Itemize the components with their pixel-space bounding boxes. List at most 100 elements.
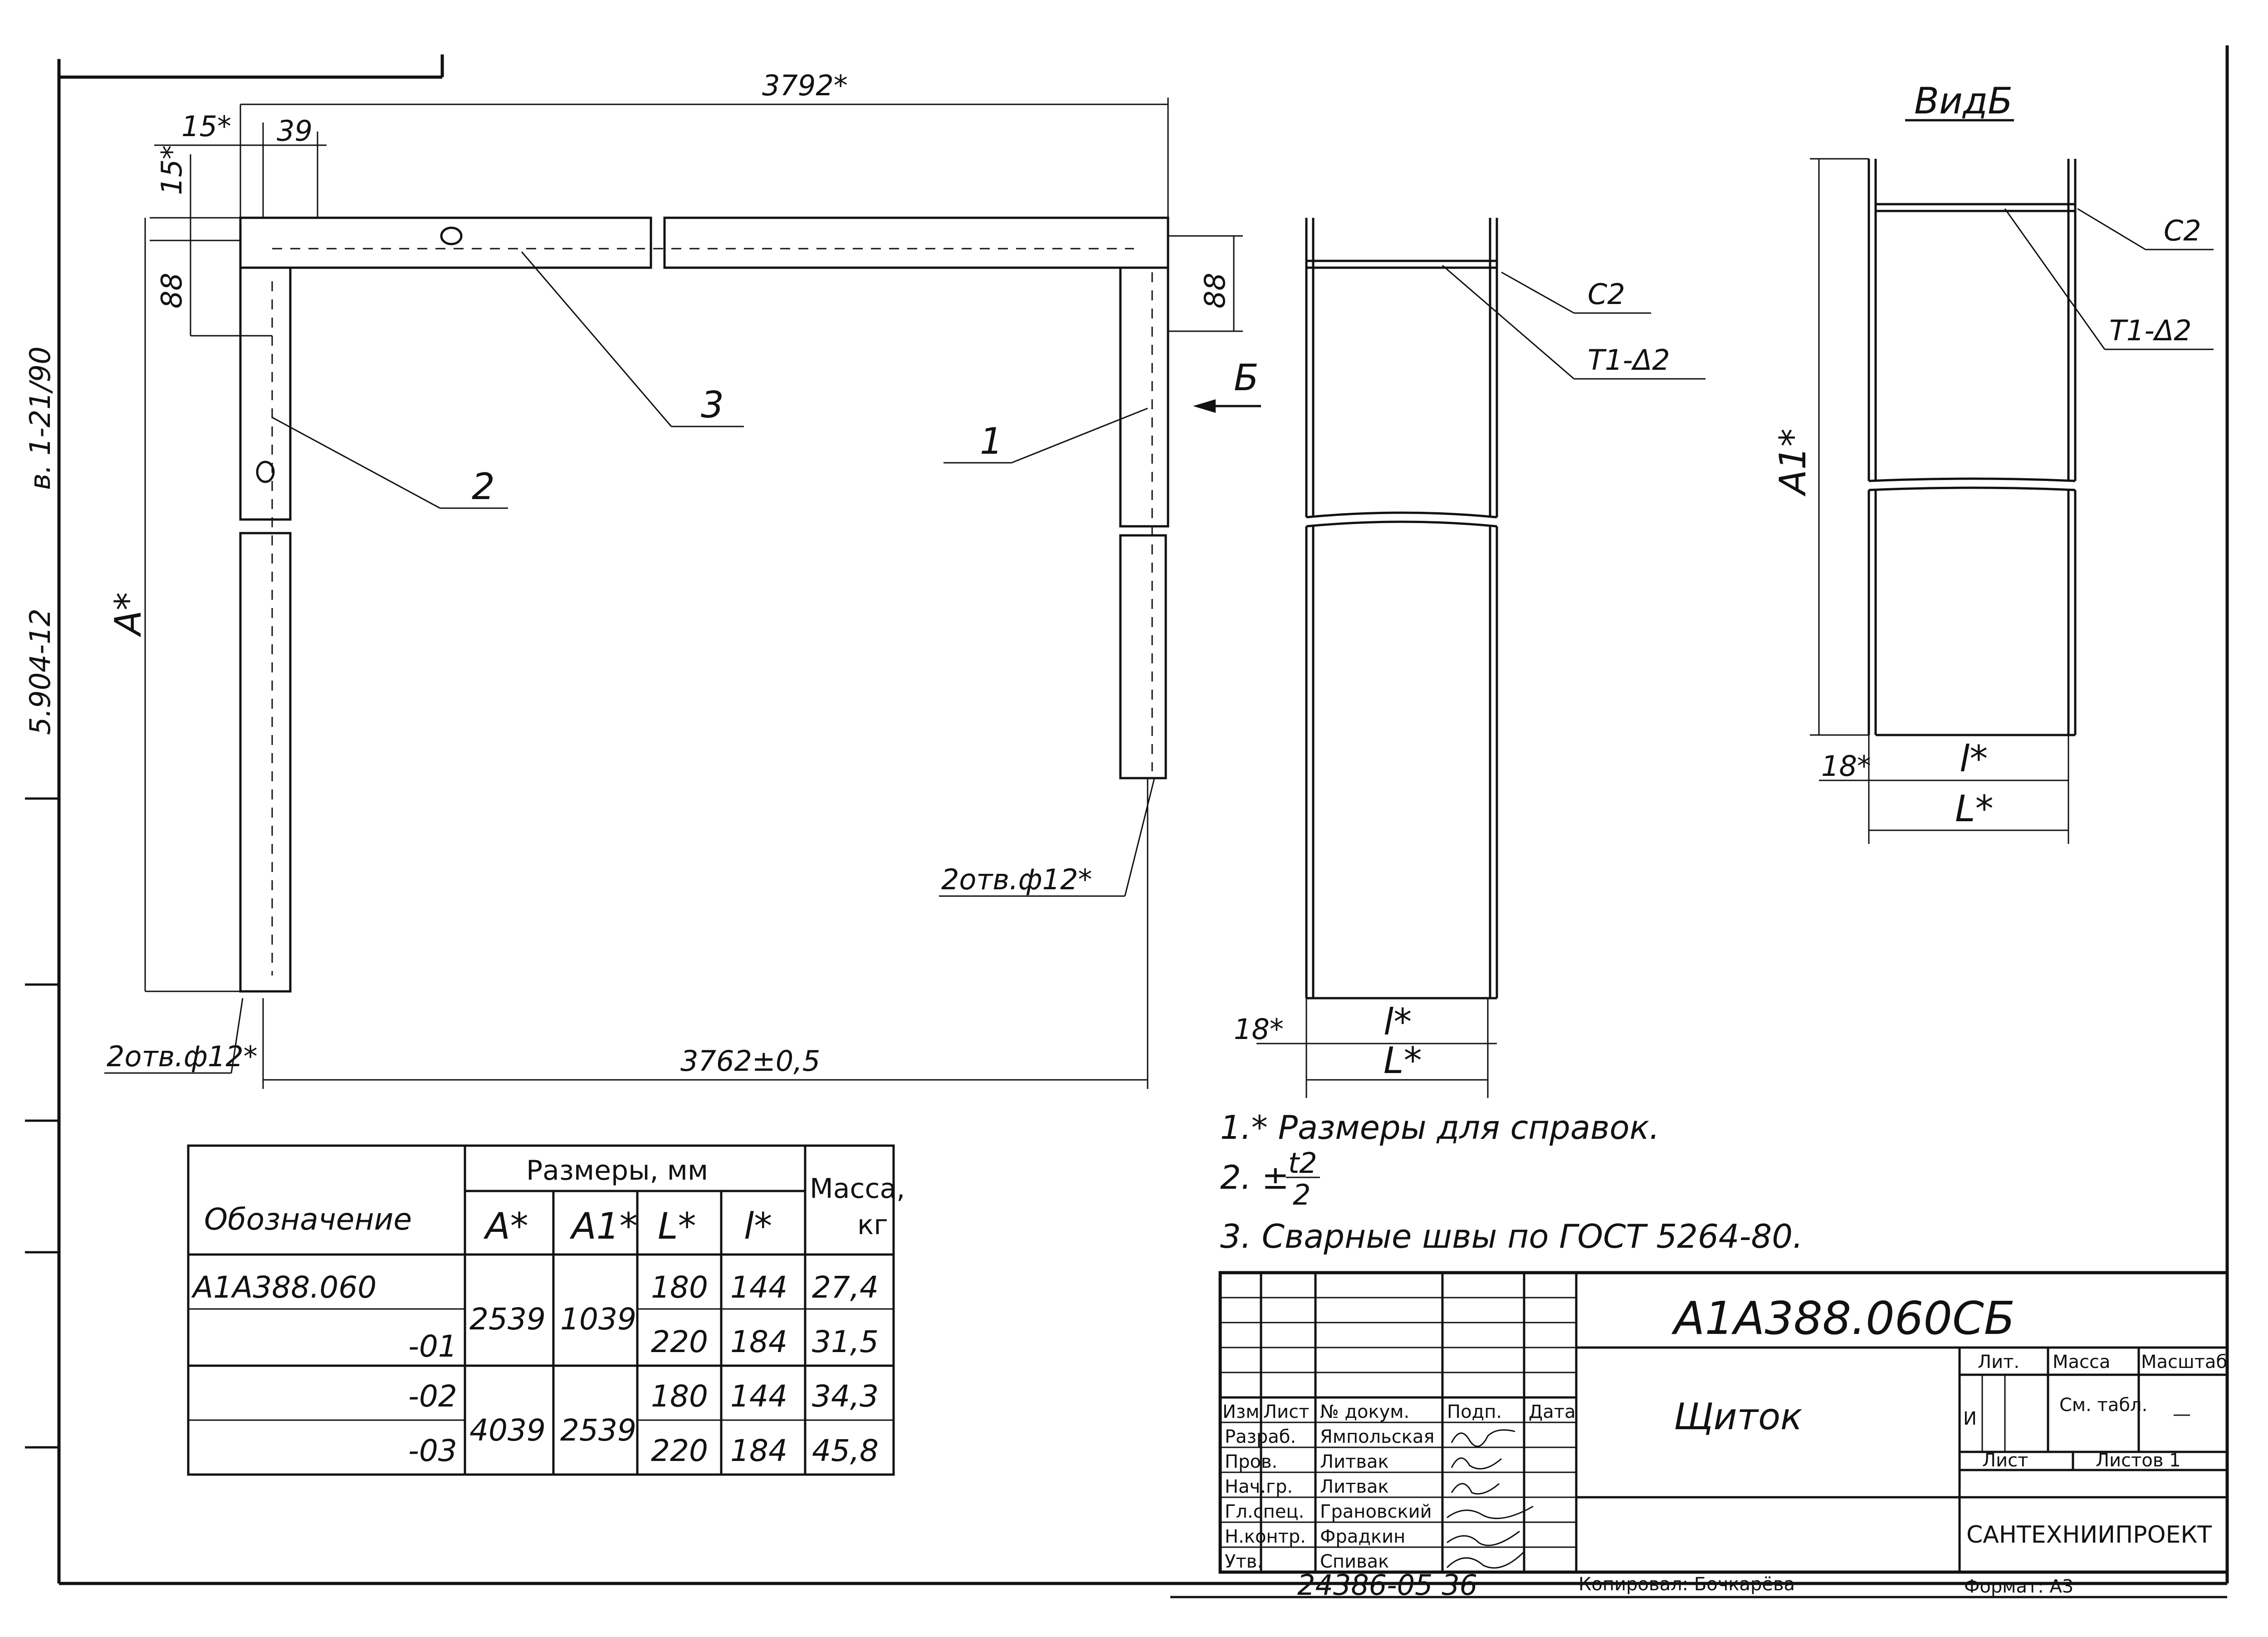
header-mass-1: Масса, (810, 1173, 905, 1205)
row-3-designation: -03 (408, 1433, 457, 1468)
header-mass-2: кг (857, 1209, 888, 1241)
mass-label: Масса (2053, 1352, 2111, 1372)
dim-bottom: 3762±0,5 (680, 1044, 820, 1078)
format: Формат: А3 (1964, 1576, 2073, 1597)
side-stamp: 5.904-12 в. 1-21/90 (24, 347, 57, 735)
sheet-frame (25, 45, 2229, 1598)
row-2-a1: 2539 (560, 1413, 636, 1448)
header-sizes: Размеры, мм (526, 1155, 708, 1186)
note-2-numerator: t2 (1288, 1147, 1317, 1180)
row-1-l: 184 (730, 1324, 787, 1359)
role-3: Гл.спец. (1225, 1501, 1304, 1522)
dim-left-88: 88 (155, 273, 188, 309)
side-dim-18: 18* (1234, 1013, 1284, 1046)
view-arrow-label: Б (1234, 357, 1259, 399)
col-L-header: L* (658, 1205, 696, 1247)
view-b-weld-t1: Т1-Δ2 (2109, 314, 2192, 347)
row-0-mass: 27,4 (812, 1270, 879, 1305)
view-b-title: ВидБ (1914, 80, 2013, 122)
signatures (1446, 1429, 1534, 1569)
note-3: 3. Сварные швы по ГОСТ 5264-80. (1220, 1217, 1803, 1255)
row-3-l: 184 (730, 1433, 787, 1468)
view-b-dim-a1: A1* (1772, 428, 1814, 497)
mass-value: См. табл. (2059, 1395, 2147, 1416)
note-1: 1.* Размеры для справок. (1220, 1108, 1660, 1147)
header-designation: Обозначение (204, 1202, 412, 1237)
lit-value: И (1963, 1408, 1977, 1429)
main-view: 3792* 15* 39 15* 88 88 A* 3762±0,5 3 2 (104, 69, 1261, 1089)
sheet-label: Лист (1982, 1450, 2028, 1471)
row-0-l: 144 (730, 1270, 787, 1305)
person-3: Грановский (1320, 1501, 1432, 1522)
row-2-mass: 34,3 (812, 1379, 879, 1414)
view-b-dim-l-big: L* (1955, 788, 1994, 830)
row-0-a1: 1039 (560, 1302, 636, 1337)
sheets-label: Листов 1 (2096, 1450, 2181, 1471)
part-1-label: 1 (980, 420, 1003, 462)
role-5: Утв. (1225, 1551, 1263, 1572)
col-a1-header: A1* (569, 1205, 638, 1247)
person-4: Фрадкин (1320, 1526, 1405, 1547)
col-doc: № докум. (1320, 1402, 1409, 1422)
role-1: Пров. (1225, 1451, 1277, 1472)
row-2-l: 144 (730, 1379, 787, 1414)
person-0: Ямпольская (1320, 1426, 1434, 1447)
row-1-L: 220 (651, 1324, 708, 1359)
side-weld-c2: С2 (1588, 278, 1625, 311)
row-0-a: 2539 (469, 1302, 546, 1337)
row-0-designation: А1А388.060 (191, 1270, 376, 1305)
col-izm: Изм (1222, 1402, 1259, 1422)
title-block: А1А388.060СБ Щиток Изм Лист № докум. Под… (1218, 1271, 2229, 1574)
person-5: Спивак (1320, 1551, 1389, 1572)
row-2-a: 4039 (469, 1413, 546, 1448)
copied-by: Копировал: Бочкарёва (1579, 1574, 1795, 1595)
holes-left-callout: 2отв.ф12* (107, 1040, 258, 1073)
notes: 1.* Размеры для справок. 2. ± t2 2 3. Св… (1220, 1108, 1803, 1255)
doc-code: А1А388.060СБ (1671, 1292, 2015, 1345)
col-l-header: l* (744, 1205, 772, 1247)
col-sign: Подп. (1447, 1402, 1502, 1422)
view-b-dim-l-small: l* (1960, 738, 1988, 780)
role-4: Н.контр. (1225, 1526, 1306, 1547)
role-2: Нач.гр. (1225, 1476, 1293, 1497)
vertical-code-2: в. 1-21/90 (24, 347, 57, 490)
view-b-weld-c2: С2 (2164, 214, 2201, 247)
note-2-prefix: 2. ± (1220, 1158, 1289, 1196)
row-1-mass: 31,5 (812, 1324, 879, 1359)
part-2-label: 2 (472, 466, 495, 508)
part-3-label: 3 (701, 384, 724, 426)
row-1-designation: -01 (408, 1329, 457, 1364)
row-2-L: 180 (651, 1379, 708, 1414)
organization: САНТЕХНИИПРОЕКТ (1966, 1521, 2212, 1549)
role-0: Разраб. (1225, 1426, 1296, 1447)
col-list: Лист (1263, 1402, 1309, 1422)
side-dim-l-small: l* (1383, 1001, 1412, 1043)
row-0-L: 180 (651, 1270, 708, 1305)
inv-number: 24386-05 36 (1297, 1568, 1477, 1602)
dim-vertical-offset: 15* (155, 145, 188, 195)
scale-value: — (2173, 1404, 2191, 1425)
part-name: Щиток (1674, 1396, 1802, 1438)
col-date: Дата (1529, 1402, 1576, 1422)
row-3-L: 220 (651, 1433, 708, 1468)
row-3-mass: 45,8 (812, 1433, 879, 1468)
lit-label: Лит. (1978, 1352, 2019, 1372)
view-b: ВидБ С2 Т1-Δ2 A1* 18* l* L* (1772, 80, 2214, 844)
person-2: Литвак (1320, 1476, 1389, 1497)
view-b-dim-18: 18* (1821, 750, 1871, 783)
vertical-code-1: 5.904-12 (24, 608, 57, 735)
dim-right-88: 88 (1198, 273, 1232, 309)
holes-right-callout: 2отв.ф12* (941, 863, 1092, 896)
dim-overall-top: 3792* (762, 69, 848, 102)
side-view: С2 Т1-Δ2 18* l* L* (1234, 218, 1706, 1098)
dim-height: A* (107, 592, 149, 637)
side-weld-t1: Т1-Δ2 (1588, 343, 1670, 377)
row-2-designation: -02 (408, 1379, 457, 1414)
dim-left-offset: 15* (181, 110, 231, 143)
size-table: Обозначение Размеры, мм Масса, кг A* A1*… (187, 1144, 905, 1476)
person-1: Литвак (1320, 1451, 1389, 1472)
side-dim-l-big: L* (1383, 1039, 1422, 1082)
note-2-denominator: 2 (1293, 1178, 1310, 1211)
